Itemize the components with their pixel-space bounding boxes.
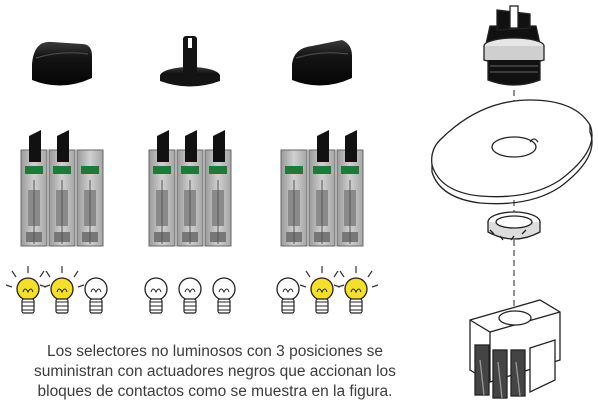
exploded-assembly-icon [431,5,593,399]
lamp-bulb-icon [84,277,108,314]
lamp-bulb-icon [276,277,300,314]
caption-line-1: Los selectores no luminosos con 3 posici… [46,343,384,360]
lamp-bulb-icon [144,277,168,314]
lamp-bulb-icon [39,266,85,314]
selector-knob-icon [32,41,92,86]
mounting-base-icon [469,299,561,399]
contact-block-icon [20,130,104,247]
contact-block-icon [148,130,232,247]
selector-knob-icon [160,36,220,87]
lamp-bulb-icon [333,266,379,314]
caption-line-2: suministran con actuadores negros que ac… [34,363,396,380]
lamp-bulb-icon [178,277,202,314]
ring-nut-icon [487,211,541,241]
lamp-bulb-icon [299,266,345,314]
lamp-bulb-icon [212,277,236,314]
contact-block-icon [280,130,364,247]
contact-blocks-row [20,130,364,247]
gasket-plate-icon [431,99,593,205]
selector-knob-icon [292,40,352,86]
caption-line-3: bloques de contactos como se muestra en … [37,383,393,400]
selector-head-icon [483,5,545,86]
lamps-row [5,266,379,314]
caption: Los selectores no luminosos con 3 posici… [0,342,430,402]
knobs-row [32,36,352,87]
lamp-bulb-icon [5,266,51,314]
